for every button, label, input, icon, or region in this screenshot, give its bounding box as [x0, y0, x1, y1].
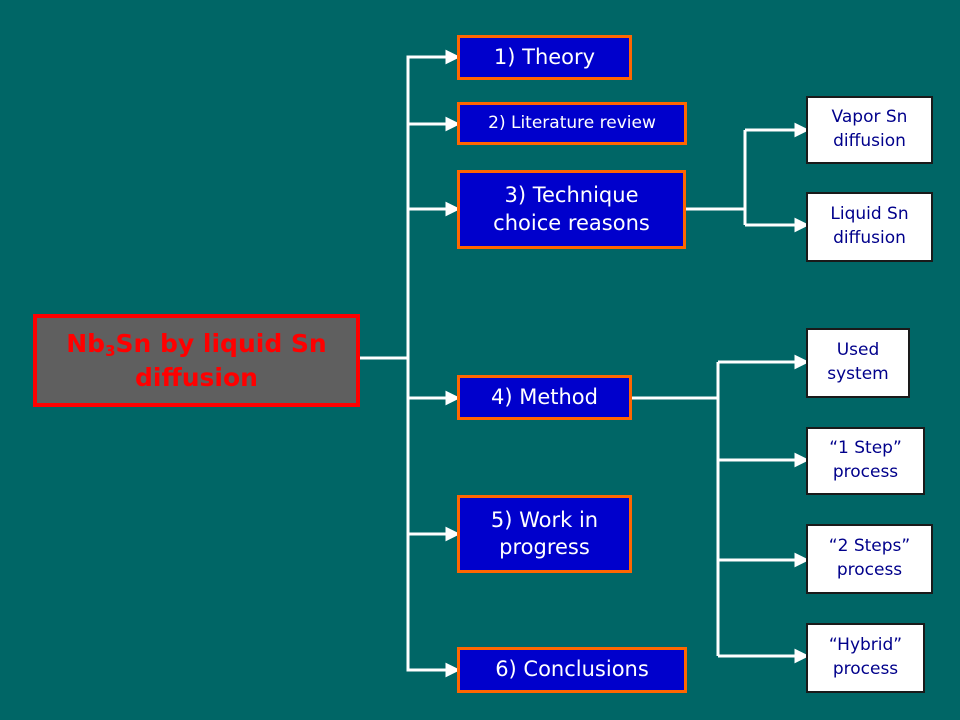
arrowhead-vapor [794, 122, 810, 138]
root-suffix: Sn by liquid Sn [115, 328, 327, 358]
topic-conclusions-label: 6) Conclusions [495, 657, 649, 682]
root-prefix: Nb [66, 328, 106, 358]
arrowhead-topic-2 [445, 116, 461, 132]
leaf-2-steps-process: “2 Steps” process [806, 524, 933, 594]
topic-technique-choice: 3) Technique choice reasons [457, 170, 686, 249]
topic-theory-label: 1) Theory [493, 44, 596, 69]
leaf-liquid-sn-diffusion: Liquid Sn diffusion [806, 192, 933, 262]
arrowhead-topic-5 [445, 526, 461, 542]
arrowhead-topic-6 [445, 662, 461, 678]
leaf-hybrid-label: “Hybrid” process [828, 635, 903, 679]
arrowhead-used-system [794, 354, 810, 370]
topic-method-label: 4) Method [491, 384, 598, 409]
root-line2: diffusion [135, 362, 258, 392]
arrowhead-1-step [794, 452, 810, 468]
leaf-1-step-label: “1 Step” process [829, 438, 902, 482]
leaf-liquid-label: Liquid Sn diffusion [830, 204, 909, 248]
leaf-vapor-sn-diffusion: Vapor Sn diffusion [806, 96, 933, 164]
topic-work-in-progress-label: 5) Work in progress [490, 507, 599, 559]
arrowhead-topic-1 [445, 49, 461, 65]
root-node: Nb3Sn by liquid Sn diffusion [33, 314, 360, 407]
topic-literature-review: 2) Literature review [457, 102, 687, 145]
topic-work-in-progress: 5) Work in progress [457, 495, 632, 573]
arrowhead-2-steps [794, 552, 810, 568]
leaf-vapor-label: Vapor Sn diffusion [831, 107, 908, 151]
topic-conclusions: 6) Conclusions [457, 647, 687, 693]
arrowhead-topic-4 [445, 390, 461, 406]
topic-technique-choice-label: 3) Technique choice reasons [493, 183, 650, 235]
leaf-used-system: Used system [806, 328, 910, 398]
root-subscript: 3 [105, 341, 116, 360]
leaf-hybrid-process: “Hybrid” process [806, 623, 925, 693]
arrowhead-liquid [794, 217, 810, 233]
topic-literature-review-label: 2) Literature review [488, 113, 656, 134]
topic-theory: 1) Theory [457, 35, 632, 80]
topic-method: 4) Method [457, 375, 632, 420]
leaf-2-steps-label: “2 Steps” process [828, 536, 911, 580]
leaf-used-system-label: Used system [827, 340, 889, 384]
arrowhead-hybrid [794, 648, 810, 664]
arrowhead-topic-3 [445, 201, 461, 217]
leaf-1-step-process: “1 Step” process [806, 427, 925, 495]
